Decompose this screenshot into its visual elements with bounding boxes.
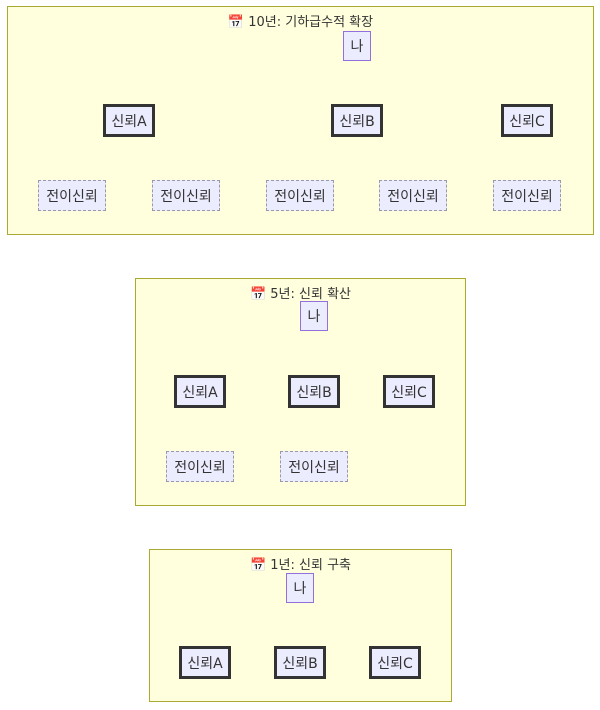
node-derived: 전이신뢰 <box>493 180 561 211</box>
node-trust-b: 신뢰B <box>274 646 326 679</box>
cluster-title: 📅 1년: 신뢰 구축 <box>249 558 352 573</box>
node-trust-a: 신뢰A <box>174 375 226 408</box>
node-trust-a: 신뢰A <box>103 104 155 137</box>
cluster-title: 📅 10년: 기하급수적 확장 <box>227 15 374 30</box>
cluster-1-year: 📅 1년: 신뢰 구축 <box>149 549 452 702</box>
node-derived: 전이신뢰 <box>38 180 106 211</box>
node-me: 나 <box>286 573 314 603</box>
node-trust-c: 신뢰C <box>369 646 421 679</box>
node-me: 나 <box>343 31 371 61</box>
node-trust-c: 신뢰C <box>501 104 553 137</box>
node-derived: 전이신뢰 <box>152 180 220 211</box>
node-trust-b: 신뢰B <box>331 104 383 137</box>
node-derived: 전이신뢰 <box>166 451 234 482</box>
node-derived: 전이신뢰 <box>266 180 334 211</box>
node-me: 나 <box>300 301 328 331</box>
node-trust-b: 신뢰B <box>288 375 340 408</box>
node-trust-a: 신뢰A <box>179 646 231 679</box>
node-derived: 전이신뢰 <box>379 180 447 211</box>
cluster-title: 📅 5년: 신뢰 확산 <box>249 287 352 302</box>
node-trust-c: 신뢰C <box>383 375 435 408</box>
node-derived: 전이신뢰 <box>280 451 348 482</box>
